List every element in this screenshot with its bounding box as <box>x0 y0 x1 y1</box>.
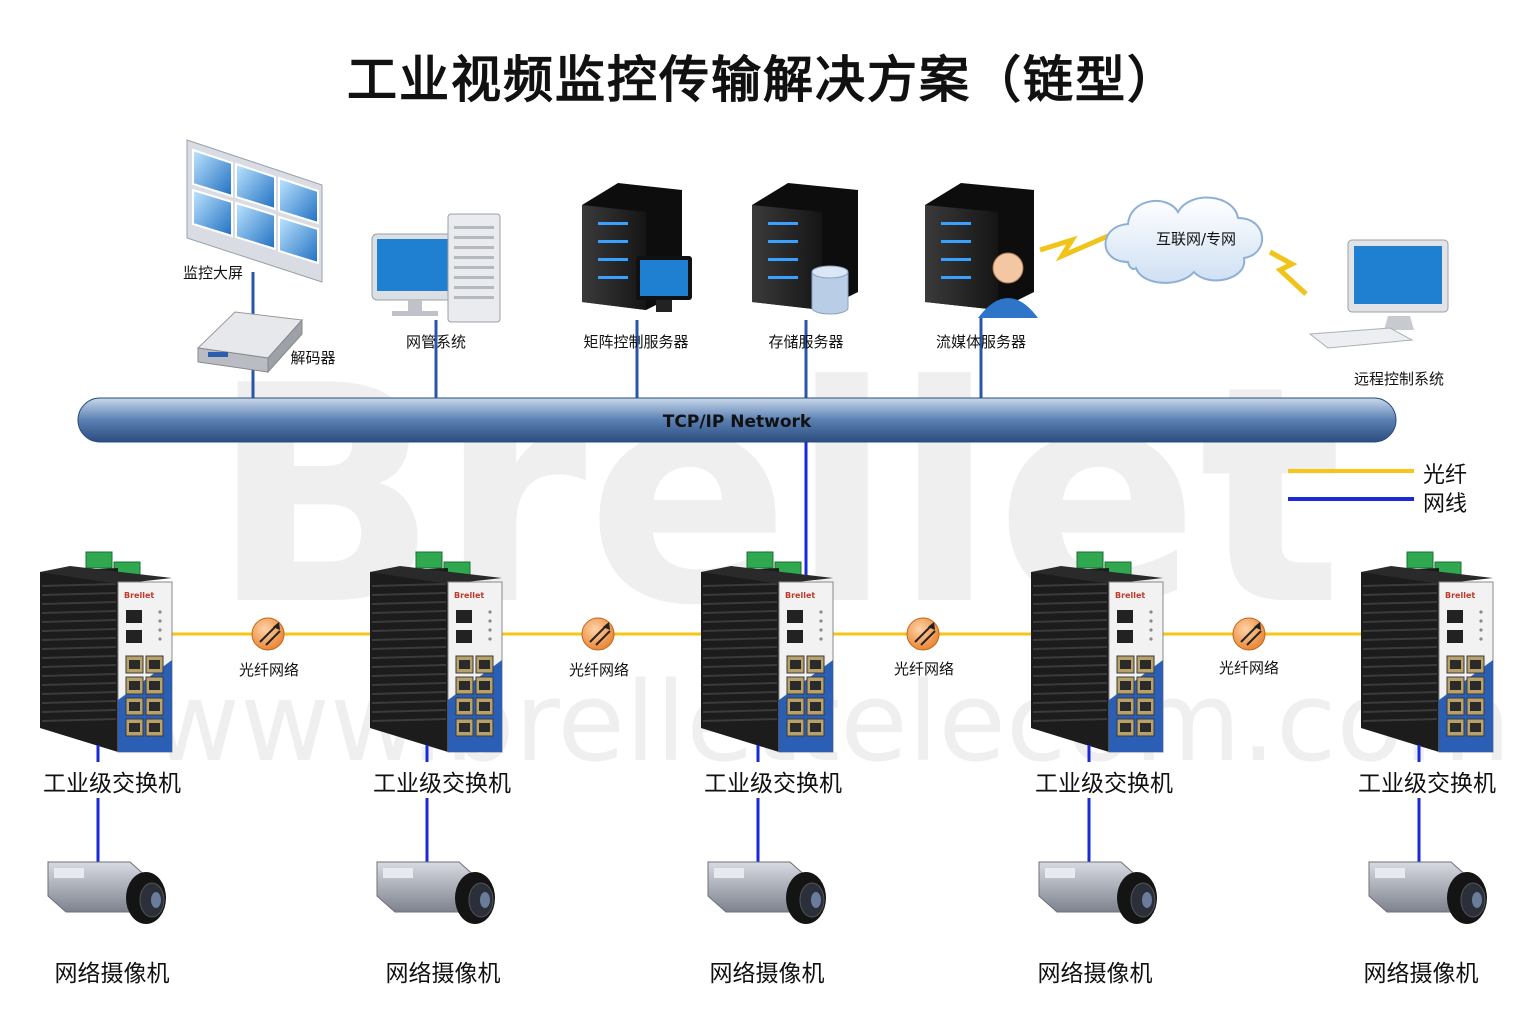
fiber-connector-icon <box>251 617 285 651</box>
switch-chain: Brellet Brellet Brellet Brellet Brellet <box>40 551 1494 924</box>
switch-label-5: 工业级交换机 <box>1358 771 1496 797</box>
switch-brand-logo: Brellet <box>785 591 815 600</box>
switch-label-4: 工业级交换机 <box>1035 771 1173 797</box>
industrial-switch-icon: Brellet <box>701 551 834 753</box>
industrial-switch-icon: Brellet <box>1031 551 1164 753</box>
network-camera-icon <box>376 861 495 924</box>
matrix-server-icon <box>582 183 692 312</box>
camera-label-4: 网络摄像机 <box>1037 961 1153 987</box>
switch-brand-logo: Brellet <box>1445 591 1475 600</box>
page-title: 工业视频监控传输解决方案（链型） <box>347 51 1179 109</box>
fiber-connector-icon <box>1232 617 1266 651</box>
remote-control-label: 远程控制系统 <box>1353 370 1445 388</box>
network-camera-icon <box>1368 861 1487 924</box>
switch-brand-logo: Brellet <box>1115 591 1145 600</box>
fiber-link-label-1: 光纤网络 <box>238 661 300 679</box>
media-server-icon <box>925 183 1038 318</box>
fiber-link-label-3: 光纤网络 <box>893 660 955 678</box>
cloud-label: 互联网/专网 <box>1156 230 1236 248</box>
storage-server-icon <box>752 183 858 315</box>
camera-label-1: 网络摄像机 <box>54 961 170 987</box>
remote-control-computer-icon <box>1308 239 1449 349</box>
nms-label: 网管系统 <box>405 333 467 351</box>
network-camera-icon <box>707 861 826 924</box>
camera-label-5: 网络摄像机 <box>1363 961 1479 987</box>
camera-label-2: 网络摄像机 <box>385 961 501 987</box>
network-bus: TCP/IP Network <box>77 397 1397 443</box>
uplinks <box>251 272 983 400</box>
industrial-switch-icon: Brellet <box>1361 551 1494 753</box>
network-camera-icon <box>1038 861 1157 924</box>
wireless-link-left <box>1039 233 1109 262</box>
fiber-link-label-4: 光纤网络 <box>1218 659 1280 677</box>
industrial-switch-icon: Brellet <box>40 551 173 753</box>
legend-fiber-label: 光纤 <box>1423 463 1468 488</box>
storage-server-label: 存储服务器 <box>768 333 844 351</box>
camera-label-3: 网络摄像机 <box>709 961 825 987</box>
industrial-switch-icon: Brellet <box>370 551 503 753</box>
video-wall-label: 监控大屏 <box>182 264 244 282</box>
video-wall-icon <box>186 139 323 283</box>
switch-label-3: 工业级交换机 <box>704 771 842 797</box>
network-bus-label: TCP/IP Network <box>663 412 812 432</box>
fiber-link-label-2: 光纤网络 <box>568 661 630 679</box>
network-camera-icon <box>47 861 166 924</box>
switch-label-1: 工业级交换机 <box>43 771 181 797</box>
nms-computer-icon <box>371 213 501 323</box>
fiber-connector-icon <box>906 617 940 651</box>
wireless-link-right <box>1268 249 1308 296</box>
media-server-label: 流媒体服务器 <box>935 333 1027 351</box>
switch-brand-logo: Brellet <box>454 591 484 600</box>
decoder-label: 解码器 <box>290 349 336 367</box>
legend <box>1288 469 1414 501</box>
legend-cable-label: 网线 <box>1423 492 1468 517</box>
switch-label-2: 工业级交换机 <box>373 771 511 797</box>
matrix-server-label: 矩阵控制服务器 <box>583 333 689 351</box>
decoder-icon <box>196 311 304 374</box>
switch-brand-logo: Brellet <box>124 591 154 600</box>
cloud-icon: 互联网/专网 <box>1104 196 1263 284</box>
fiber-connector-icon <box>581 617 615 651</box>
